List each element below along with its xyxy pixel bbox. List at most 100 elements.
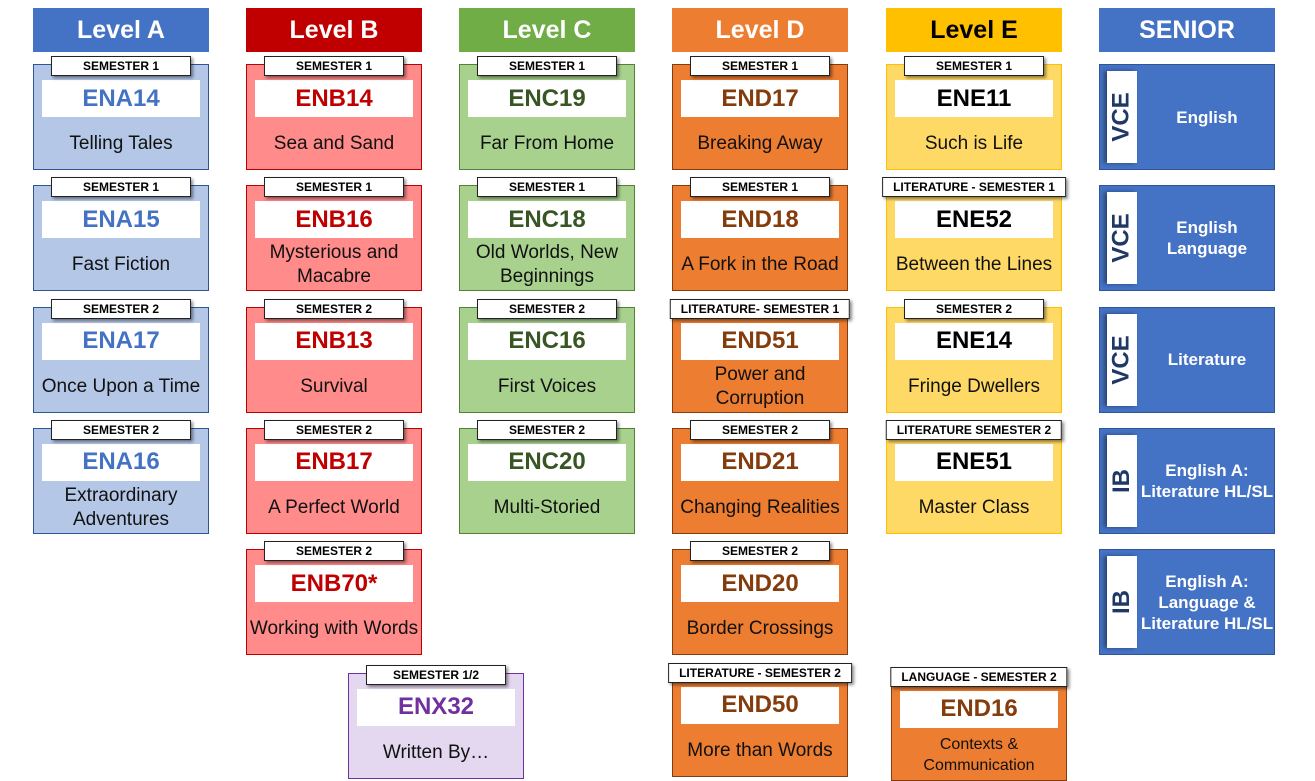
semester-label: LANGUAGE - SEMESTER 2 bbox=[890, 666, 1068, 687]
senior-course-title: Literature bbox=[1167, 350, 1247, 370]
qualification-tag: VCE bbox=[1107, 192, 1137, 285]
senior-course-title: English A: Language & Literature HL/SL bbox=[1140, 571, 1274, 633]
course-title: Working with Words bbox=[249, 618, 419, 640]
senior-course-card[interactable]: VCE English bbox=[1099, 64, 1275, 170]
course-title: Extraordinary Adventures bbox=[64, 484, 178, 530]
qualification-tag: IB bbox=[1107, 556, 1137, 649]
level-header: Level D bbox=[672, 8, 848, 52]
semester-label: SEMESTER 1 bbox=[690, 177, 830, 198]
senior-course-title: English A: Literature HL/SL bbox=[1140, 460, 1274, 501]
semester-label: SEMESTER 2 bbox=[51, 419, 191, 440]
course-title: Contexts & Communication bbox=[923, 735, 1035, 774]
course-code: ENB70* bbox=[255, 565, 413, 603]
semester-label: SEMESTER 1 bbox=[264, 56, 404, 76]
course-code: END18 bbox=[681, 201, 839, 239]
senior-course-card[interactable]: VCE English Language bbox=[1099, 185, 1275, 292]
qualification-tag: VCE bbox=[1107, 71, 1137, 163]
course-title: Multi-Storied bbox=[493, 496, 601, 518]
semester-label: LITERATURE - SEMESTER 2 bbox=[668, 662, 852, 683]
course-title: Fringe Dwellers bbox=[908, 375, 1040, 397]
qualification-tag: VCE bbox=[1107, 313, 1137, 406]
course-card[interactable]: END18 A Fork in the Road SEMESTER 1 bbox=[672, 177, 848, 292]
senior-course-title: English Language bbox=[1166, 218, 1248, 259]
course-code: END16 bbox=[900, 690, 1058, 728]
course-code: ENC19 bbox=[468, 80, 626, 117]
semester-label: SEMESTER 2 bbox=[264, 541, 404, 562]
senior-course-title: English bbox=[1176, 107, 1238, 127]
semester-label: LITERATURE- SEMESTER 1 bbox=[669, 298, 851, 319]
semester-label: SEMESTER 2 bbox=[477, 298, 617, 319]
semester-label: LITERATURE SEMESTER 2 bbox=[885, 419, 1063, 440]
course-code: ENA14 bbox=[42, 80, 200, 117]
course-card[interactable]: ENB70* Working with Words SEMESTER 2 bbox=[246, 541, 422, 656]
semester-label: SEMESTER 1 bbox=[264, 177, 404, 198]
semester-label: SEMESTER 2 bbox=[264, 298, 404, 319]
course-code: ENA17 bbox=[42, 322, 200, 360]
course-code: ENB13 bbox=[255, 322, 413, 360]
level-header: Level E bbox=[886, 8, 1062, 52]
semester-label: SEMESTER 1 bbox=[477, 56, 617, 76]
course-title: A Perfect World bbox=[268, 496, 400, 518]
course-title: More than Words bbox=[687, 739, 833, 761]
course-code: END21 bbox=[681, 443, 839, 481]
qualification-label: VCE bbox=[1108, 334, 1136, 385]
course-title: A Fork in the Road bbox=[681, 254, 839, 276]
qualification-label: IB bbox=[1108, 468, 1135, 493]
course-code: ENB16 bbox=[255, 201, 413, 239]
senior-course-card[interactable]: VCE Literature bbox=[1099, 306, 1275, 413]
course-code: ENC16 bbox=[468, 322, 626, 360]
course-code: ENB14 bbox=[255, 80, 413, 117]
semester-label: SEMESTER 2 bbox=[51, 298, 191, 319]
semester-label: SEMESTER 2 bbox=[690, 419, 830, 440]
course-code: ENC18 bbox=[468, 201, 626, 239]
course-code: ENE14 bbox=[895, 322, 1053, 360]
course-code: ENE52 bbox=[895, 201, 1053, 239]
semester-label: SEMESTER 1/2 bbox=[366, 664, 506, 685]
semester-label: SEMESTER 2 bbox=[264, 419, 404, 440]
course-title: Power and Corruption bbox=[714, 363, 806, 409]
qualification-tag: IB bbox=[1107, 434, 1137, 527]
semester-label: SEMESTER 1 bbox=[690, 56, 830, 76]
